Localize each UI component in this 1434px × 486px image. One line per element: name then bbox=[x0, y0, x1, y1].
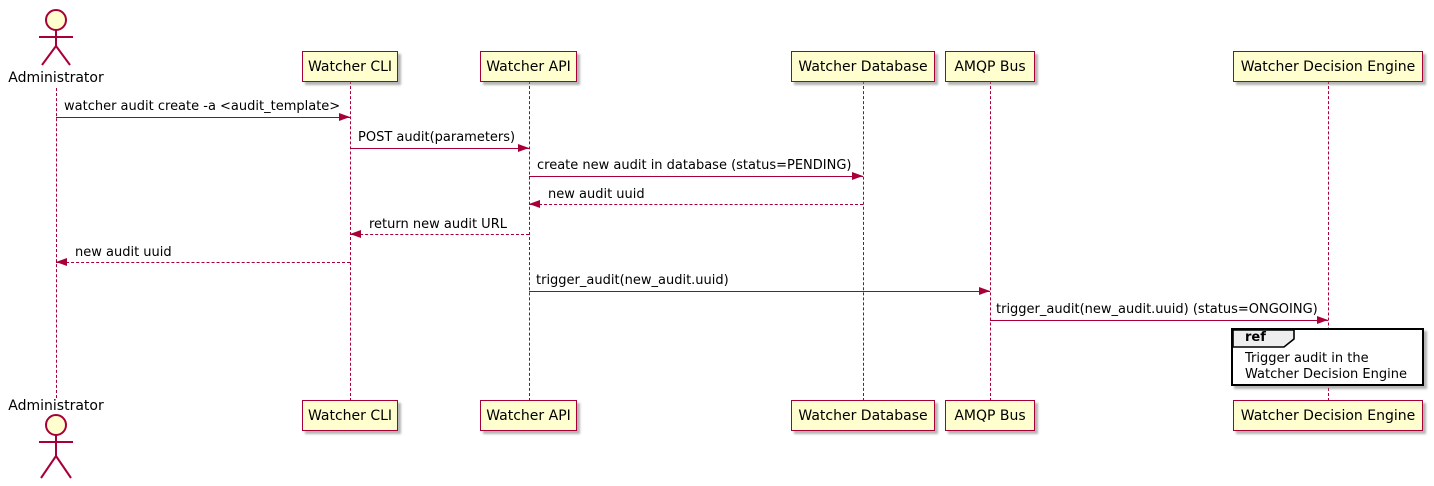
actor-icon-administrator-bottom bbox=[36, 412, 76, 486]
arrowhead-right-7 bbox=[979, 287, 990, 295]
participant-bottom-watcher-database: Watcher Database bbox=[791, 400, 935, 431]
message-line-5 bbox=[350, 234, 529, 235]
message-label-8: trigger_audit(new_audit.uuid) (status=ON… bbox=[996, 302, 1318, 317]
message-line-4 bbox=[529, 204, 863, 205]
message-label-6: new audit uuid bbox=[75, 245, 172, 260]
message-label-7: trigger_audit(new_audit.uuid) bbox=[536, 273, 729, 288]
participant-bottom-watcher-cli: Watcher CLI bbox=[302, 400, 398, 431]
lifeline-administrator bbox=[56, 88, 57, 398]
lifeline-amqp-bus bbox=[990, 81, 991, 401]
participant-top-amqp-bus: AMQP Bus bbox=[945, 51, 1035, 82]
arrowhead-right-1 bbox=[339, 113, 350, 121]
message-line-7 bbox=[529, 291, 990, 292]
lifeline-watcher-api bbox=[529, 81, 530, 401]
arrowhead-left-4 bbox=[529, 200, 540, 208]
message-label-4: new audit uuid bbox=[548, 187, 645, 202]
participant-top-watcher-database: Watcher Database bbox=[791, 51, 935, 82]
message-line-1 bbox=[56, 117, 350, 118]
actor-label-administrator-bottom: Administrator bbox=[8, 398, 104, 414]
ref-line-2: Watcher Decision Engine bbox=[1245, 367, 1407, 382]
ref-body: Trigger audit in the Watcher Decision En… bbox=[1245, 351, 1407, 383]
participant-top-watcher-cli: Watcher CLI bbox=[302, 51, 398, 82]
arrowhead-left-6 bbox=[56, 258, 67, 266]
ref-line-1: Trigger audit in the bbox=[1245, 351, 1369, 366]
message-label-2: POST audit(parameters) bbox=[358, 130, 516, 145]
actor-icon-administrator-top bbox=[36, 6, 76, 76]
participant-bottom-watcher-decision-engine: Watcher Decision Engine bbox=[1233, 400, 1423, 431]
lifeline-watcher-cli bbox=[350, 81, 351, 401]
ref-keyword: ref bbox=[1245, 330, 1266, 345]
arrowhead-right-2 bbox=[518, 144, 529, 152]
lifeline-watcher-database bbox=[863, 81, 864, 401]
message-label-1: watcher audit create -a <audit_template> bbox=[64, 99, 341, 114]
message-line-2 bbox=[350, 148, 529, 149]
message-line-3 bbox=[529, 176, 863, 177]
arrowhead-left-5 bbox=[350, 230, 361, 238]
message-label-5: return new audit URL bbox=[369, 217, 507, 232]
participant-top-watcher-decision-engine: Watcher Decision Engine bbox=[1233, 51, 1423, 82]
actor-label-administrator-top: Administrator bbox=[8, 70, 104, 86]
lifeline-watcher-decision-engine bbox=[1328, 81, 1329, 401]
participant-top-watcher-api: Watcher API bbox=[480, 51, 577, 82]
arrowhead-right-3 bbox=[852, 172, 863, 180]
message-line-8 bbox=[990, 320, 1328, 321]
arrowhead-right-8 bbox=[1317, 316, 1328, 324]
message-line-6 bbox=[56, 262, 350, 263]
ref-fragment: ref Trigger audit in the Watcher Decisio… bbox=[1231, 328, 1424, 386]
participant-bottom-amqp-bus: AMQP Bus bbox=[945, 400, 1035, 431]
participant-bottom-watcher-api: Watcher API bbox=[480, 400, 577, 431]
ref-header-pentagon-icon bbox=[1232, 329, 1296, 353]
message-label-3: create new audit in database (status=PEN… bbox=[537, 158, 852, 173]
